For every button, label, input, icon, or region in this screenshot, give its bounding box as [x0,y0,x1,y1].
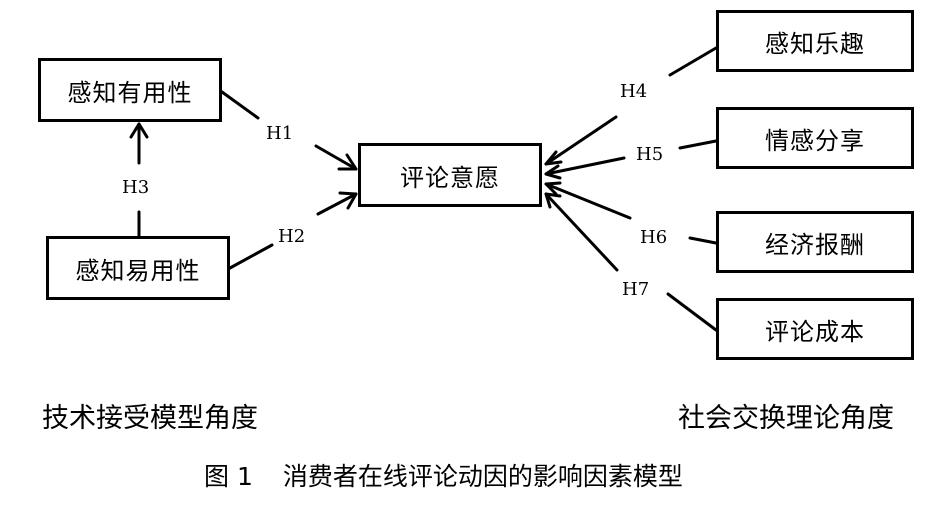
edge-h4-upper [668,46,718,77]
node-perceived-ease: 感知易用性 [46,236,230,300]
node-comment-intention: 评论意愿 [358,143,542,207]
node-perceived-usefulness: 感知有用性 [38,58,222,122]
edge-h1-lower [314,144,358,171]
node-comment-intention-label: 评论意愿 [400,163,500,192]
hypothesis-label-h7: H7 [622,279,650,300]
node-perceived-enjoyment-label: 感知乐趣 [765,29,865,58]
node-economic-reward-label: 经济报酬 [765,230,865,259]
arrowhead-h2 [338,191,358,210]
edge-h2-lower [228,243,274,270]
arrowhead-h3 [129,122,149,139]
hypothesis-label-h4: H4 [620,81,648,102]
node-perceived-usefulness-label: 感知有用性 [67,78,193,107]
section-label-technology-acceptance: 技术接受模型角度 [42,403,258,434]
edge-h7-lower [544,192,619,272]
node-perceived-ease-label: 感知易用性 [75,256,201,285]
edge-h6-upper [688,236,718,245]
arrowhead-h4 [544,150,563,166]
node-emotional-sharing-label: 情感分享 [765,126,865,155]
section-label-social-exchange: 社会交换理论角度 [678,403,894,434]
figure-number: 图 1 [204,462,253,491]
edge-h5-upper [678,139,718,150]
hypothesis-label-h3: H3 [122,177,150,198]
node-comment-cost-label: 评论成本 [765,317,865,346]
arrowhead-h1 [337,153,358,171]
node-comment-cost: 评论成本 [716,298,914,360]
edge-h2-upper [316,192,358,216]
edge-h7-upper [666,292,718,332]
node-perceived-enjoyment: 感知乐趣 [716,10,914,72]
arrowhead-h6 [544,181,562,196]
node-emotional-sharing: 情感分享 [716,107,914,169]
arrowhead-h7 [544,192,562,209]
node-economic-reward: 经济报酬 [716,211,914,273]
figure-caption: 图 1 消费者在线评论动因的影响因素模型 [204,462,683,492]
hypothesis-label-h6: H6 [640,227,668,248]
hypothesis-label-h1: H1 [266,123,294,144]
edge-h4-lower [544,115,618,166]
hypothesis-label-h5: H5 [636,144,664,165]
edge-h1-upper [220,90,260,120]
arrowhead-h5 [544,164,562,180]
hypothesis-label-h2: H2 [278,226,306,247]
figure-title: 消费者在线评论动因的影响因素模型 [282,462,683,491]
edge-h5-lower [544,156,626,176]
edge-h6-lower [544,182,632,220]
